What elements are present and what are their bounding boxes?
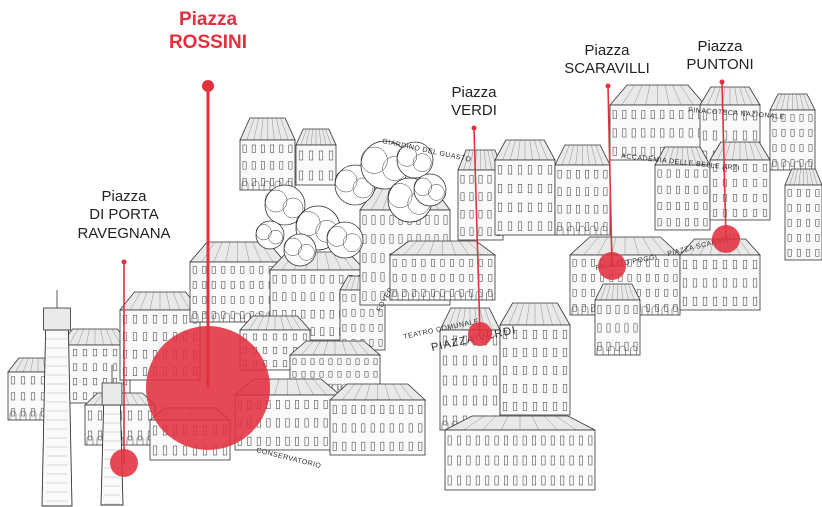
marker-rossini[interactable] — [146, 80, 270, 450]
leader-line — [473, 127, 481, 335]
building — [554, 144, 611, 236]
marker-verdi[interactable] — [468, 125, 492, 347]
tree — [326, 221, 364, 259]
tree — [396, 141, 434, 179]
building — [494, 139, 556, 236]
building — [444, 415, 596, 491]
label-piazza-puntoni[interactable]: Piazza PUNTONI — [686, 38, 754, 74]
marker-dot — [719, 79, 725, 85]
building — [328, 383, 427, 456]
building — [654, 146, 711, 231]
tower — [41, 290, 73, 507]
marker-dot — [202, 80, 214, 92]
marker-puntoni[interactable] — [712, 79, 740, 254]
tree — [413, 173, 447, 207]
building — [499, 302, 571, 416]
label-piazza-scaravilli[interactable]: Piazza SCARAVILLI — [564, 42, 650, 78]
building — [295, 128, 337, 186]
building — [239, 117, 296, 191]
building — [594, 283, 641, 356]
trees-layer — [255, 140, 447, 267]
building — [709, 141, 771, 221]
markers-layer — [110, 79, 740, 478]
building — [769, 93, 816, 171]
marker-ravegnana[interactable] — [110, 259, 138, 478]
tree — [283, 233, 317, 267]
tree — [360, 140, 410, 190]
marker-dot — [121, 259, 127, 265]
building — [784, 168, 822, 261]
map-label-conservatorio: CONSERVATORIO — [256, 447, 322, 470]
label-piazza-verdi[interactable]: Piazza VERDI — [451, 84, 497, 120]
marker-dot — [605, 83, 611, 89]
label-piazza-ravegnana[interactable]: Piazza DI PORTA RAVEGNANA — [77, 188, 171, 242]
label-piazza-rossini[interactable]: Piazza ROSSINI — [168, 9, 248, 53]
marker-scaravilli[interactable] — [598, 83, 626, 281]
marker-dot — [471, 125, 477, 131]
building — [388, 240, 497, 301]
tower — [100, 365, 124, 506]
tree — [264, 184, 306, 226]
leader-line — [607, 85, 613, 267]
tree — [255, 220, 285, 250]
leader-line — [721, 81, 727, 240]
